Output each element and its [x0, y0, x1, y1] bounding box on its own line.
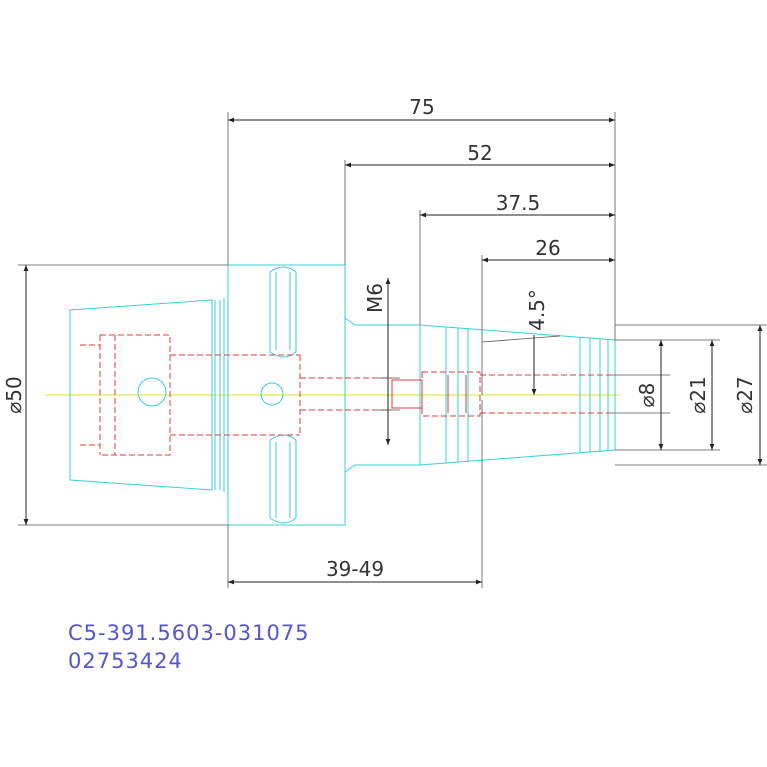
hidden-lines [80, 334, 612, 456]
dim-37-5: 37.5 [496, 191, 541, 215]
dim-26: 26 [535, 236, 560, 260]
dim-m6: M6 [363, 283, 387, 313]
dim-dia-50: ⌀50 [2, 376, 26, 414]
dim-75: 75 [409, 95, 434, 119]
dim-52: 52 [467, 141, 492, 165]
part-number: 02753424 [68, 649, 183, 673]
dim-angle: 4.5° [525, 289, 549, 331]
dimensions: 75 52 37.5 26 39-49 ⌀50 M6 4.5° ⌀8 ⌀21 ⌀… [2, 95, 763, 585]
dim-39-49: 39-49 [326, 557, 384, 581]
dim-dia-21: ⌀21 [686, 376, 710, 414]
part-outline [69, 264, 616, 526]
dim-dia-8: ⌀8 [635, 383, 659, 408]
extension-lines [18, 112, 767, 588]
part-code: C5-391.5603-031075 [68, 621, 310, 645]
dim-dia-27: ⌀27 [733, 376, 757, 414]
